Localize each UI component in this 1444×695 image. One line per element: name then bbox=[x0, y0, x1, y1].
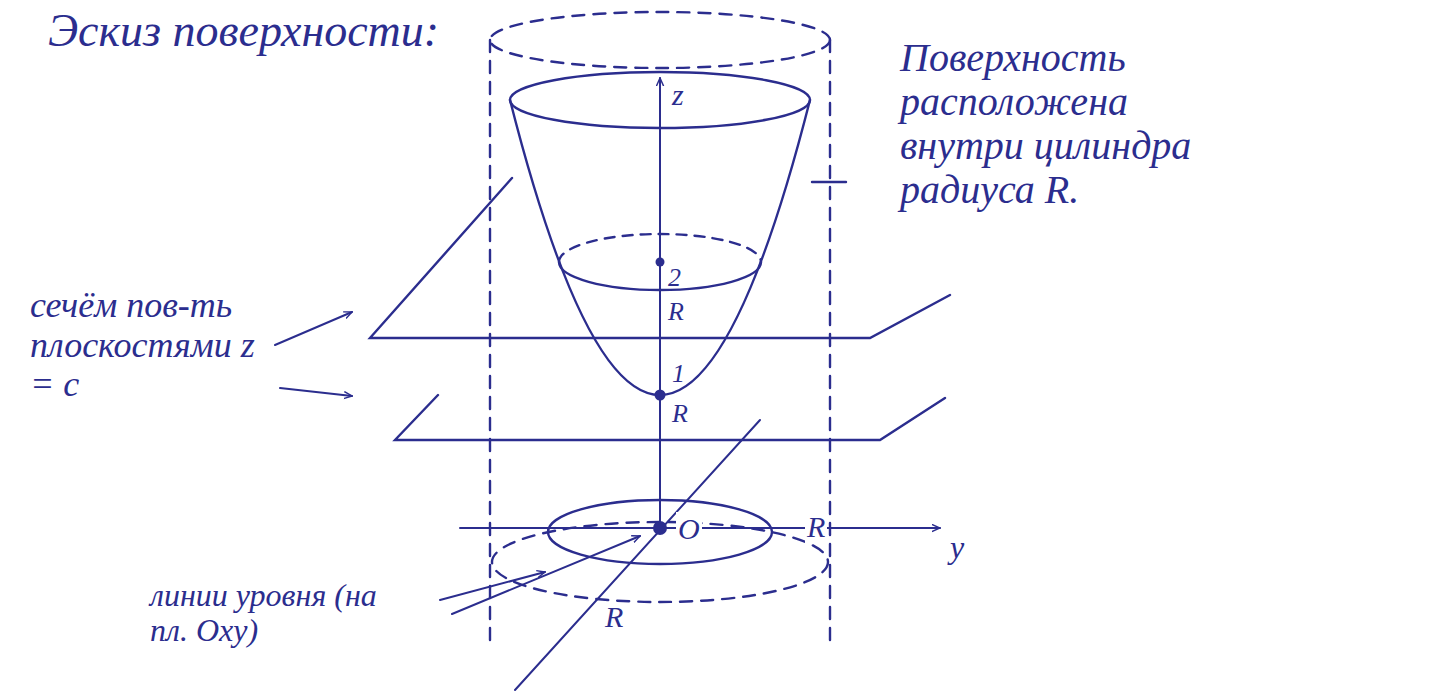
leader-arrow bbox=[440, 572, 545, 600]
paraboloid-profile bbox=[510, 100, 810, 395]
plane-note: сечём пов-ть плоскостями z = c bbox=[30, 286, 255, 405]
x-axis bbox=[515, 420, 760, 690]
origin-label: O bbox=[676, 512, 702, 545]
point-label: 1 bbox=[672, 360, 685, 389]
z-axis bbox=[659, 78, 661, 528]
point-label: R bbox=[668, 298, 684, 327]
sketch-title: Эскиз поверхности: bbox=[48, 6, 439, 57]
surface-note: Поверхность расположена внутри цилиндра … bbox=[900, 36, 1230, 212]
point bbox=[655, 390, 666, 401]
point-label: R bbox=[672, 400, 688, 429]
axis-label: y bbox=[950, 530, 964, 565]
point bbox=[656, 258, 665, 267]
point-label: 2 bbox=[668, 264, 681, 293]
cylinder-top bbox=[490, 12, 830, 68]
radius-label: R bbox=[605, 600, 623, 633]
cylinder-edge bbox=[829, 40, 831, 640]
cutting-plane bbox=[812, 181, 846, 183]
leader-arrow bbox=[275, 312, 352, 345]
level-lines-note: линии уровня (на пл. Oxy) bbox=[150, 578, 385, 648]
axis-label: z bbox=[672, 78, 684, 111]
leader-arrow bbox=[280, 388, 352, 396]
origin-point bbox=[653, 521, 667, 535]
radius-label: R bbox=[805, 510, 827, 543]
level-line bbox=[548, 500, 772, 564]
cylinder-edge bbox=[489, 40, 491, 640]
cutting-plane bbox=[395, 395, 945, 440]
cylinder-bottom bbox=[492, 522, 828, 602]
paraboloid-rim bbox=[510, 72, 810, 128]
